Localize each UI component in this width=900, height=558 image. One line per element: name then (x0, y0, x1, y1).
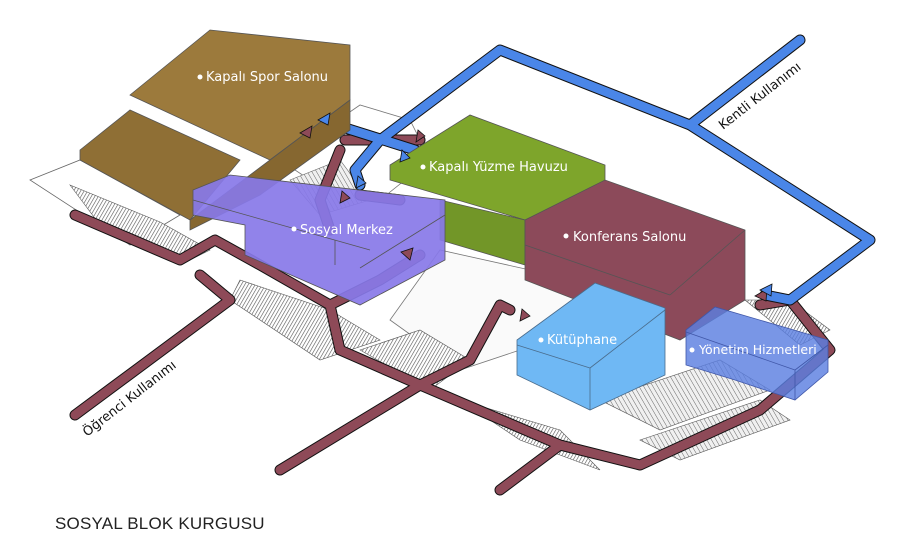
arrow-icon (759, 283, 773, 297)
label-dot (197, 74, 203, 80)
edge-line (524, 244, 671, 296)
arrow-icon (299, 125, 313, 139)
block-label: Sosyal Merkez (300, 223, 393, 238)
arrow-icon (355, 175, 367, 189)
edge-line (794, 344, 829, 371)
block-top (129, 29, 351, 161)
arrow-icon (399, 149, 411, 163)
label-dot (538, 337, 544, 343)
label-dot (291, 226, 297, 232)
block-body (516, 282, 666, 411)
block-body (192, 174, 446, 306)
edge-line (516, 344, 591, 369)
edge-line (685, 331, 796, 371)
block-label: Kapalı Spor Salonu (206, 70, 328, 85)
arrow-icon (339, 190, 351, 204)
block-yonetim[interactable]: Yönetim Hizmetleri (685, 306, 829, 401)
edge-line (669, 229, 746, 296)
diagram-title: SOSYAL BLOK KURGUSU (55, 514, 265, 533)
block-yuzme[interactable]: Kapalı Yüzme Havuzu (389, 114, 606, 266)
edge-line (589, 309, 666, 369)
arrow-icon (415, 129, 426, 143)
arrow-icon (317, 112, 331, 126)
block-kutuphane[interactable]: Kütüphane (516, 282, 666, 411)
block-body (685, 306, 829, 401)
edge-line (359, 214, 446, 269)
block-label: Kapalı Yüzme Havuzu (429, 160, 568, 175)
label-dot (689, 347, 695, 353)
arrow-icon (519, 308, 531, 322)
route-arrows (299, 112, 773, 322)
block-label: Konferans Salonu (573, 230, 686, 245)
label-dot (563, 233, 569, 239)
edge-line (192, 199, 371, 251)
label-dot (420, 164, 426, 170)
arrow-icon (400, 247, 414, 261)
block-label: Kütüphane (547, 333, 617, 348)
block-label: Yönetim Hizmetleri (698, 342, 817, 357)
block-sosyal[interactable]: Sosyal Merkez (192, 174, 446, 306)
